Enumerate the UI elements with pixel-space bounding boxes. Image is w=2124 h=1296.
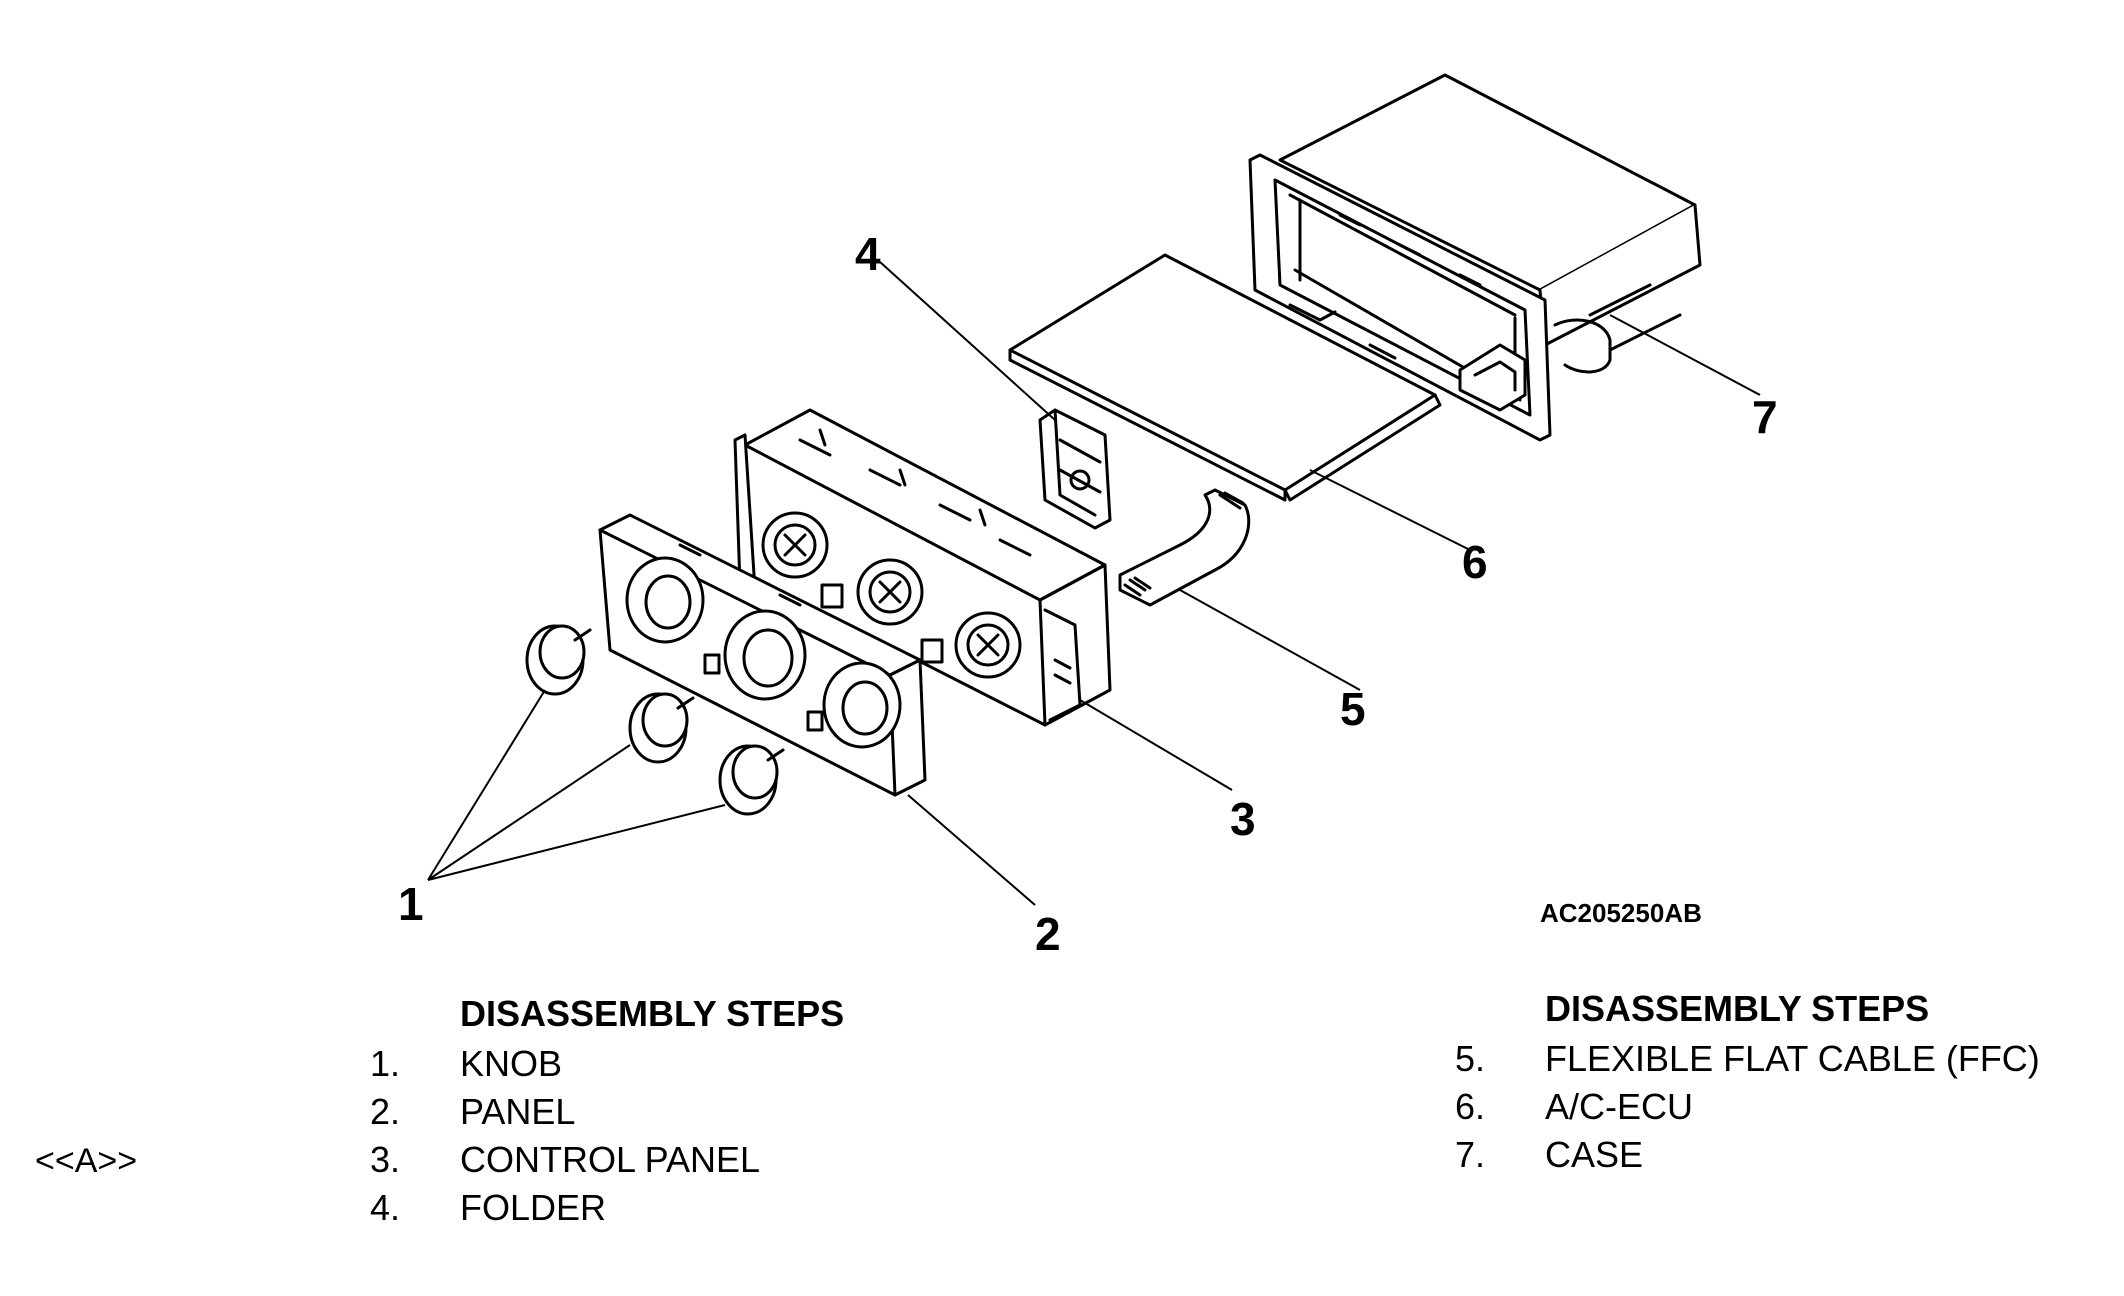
step-row: 4. FOLDER xyxy=(370,1184,844,1232)
panel-part xyxy=(598,513,927,797)
knob-parts xyxy=(525,624,785,816)
callout-7: 7 xyxy=(1752,391,1778,443)
leader-lines xyxy=(427,261,1761,906)
step-label: PANEL xyxy=(460,1091,576,1132)
callout-6: 6 xyxy=(1462,536,1488,588)
step-number: 6. xyxy=(1455,1086,1486,1127)
step-row: 1. KNOB xyxy=(370,1040,844,1088)
step-row: 6. A/C-ECU xyxy=(1455,1083,2040,1131)
step-number: 4. xyxy=(370,1187,401,1228)
callout-1: 1 xyxy=(398,878,424,930)
disassembly-steps-right: DISASSEMBLY STEPS 5. FLEXIBLE FLAT CABLE… xyxy=(1455,985,2040,1179)
step-number: 1. xyxy=(370,1043,401,1084)
case-part xyxy=(1248,73,1702,442)
figure-code: AC205250AB xyxy=(1540,898,1702,928)
step-label: FOLDER xyxy=(460,1187,607,1228)
flexible-flat-cable xyxy=(1118,488,1251,607)
callout-4: 4 xyxy=(855,228,881,280)
step-number: 7. xyxy=(1455,1134,1486,1175)
disassembly-steps-left: DISASSEMBLY STEPS 1. KNOB 2. PANEL 3. CO… xyxy=(370,990,844,1232)
step-row: 7. CASE xyxy=(1455,1131,2040,1179)
step-number: 3. xyxy=(370,1139,401,1180)
step-label: FLEXIBLE FLAT CABLE (FFC) xyxy=(1545,1038,2040,1079)
callout-3: 3 xyxy=(1230,793,1256,845)
step-row: 5. FLEXIBLE FLAT CABLE (FFC) xyxy=(1455,1035,2040,1083)
step-label: CASE xyxy=(1545,1134,1644,1175)
step-number: 2. xyxy=(370,1091,401,1132)
callout-2: 2 xyxy=(1035,908,1061,960)
step-label: CONTROL PANEL xyxy=(460,1139,761,1180)
reference-mark: <<A>> xyxy=(35,1142,138,1180)
step-row: 2. PANEL xyxy=(370,1088,844,1136)
folder-part xyxy=(1038,408,1112,530)
steps-heading: DISASSEMBLY STEPS xyxy=(1545,988,1930,1029)
ac-ecu-board xyxy=(1008,253,1442,502)
callout-5: 5 xyxy=(1340,683,1366,735)
step-label: KNOB xyxy=(460,1043,563,1084)
step-number: 5. xyxy=(1455,1038,1486,1079)
step-row: 3. CONTROL PANEL xyxy=(370,1136,844,1184)
steps-heading: DISASSEMBLY STEPS xyxy=(460,993,845,1034)
step-label: A/C-ECU xyxy=(1545,1086,1694,1127)
